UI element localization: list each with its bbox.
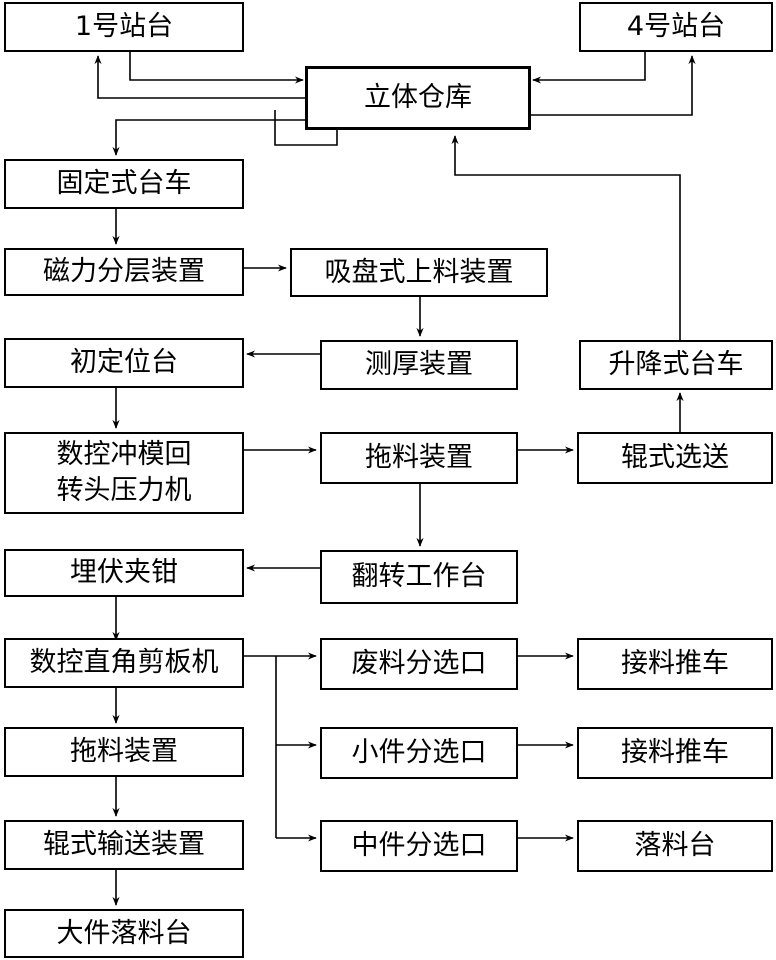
node-drop-table-medium: 落料台	[577, 820, 773, 872]
node-station4: 4号站台	[579, 2, 773, 52]
node-scrap-outlet: 废料分选口	[320, 638, 518, 690]
node-dragging-device-1: 拖料装置	[320, 432, 518, 484]
node-clamp: 埋伏夹钳	[4, 549, 244, 597]
edge-station4-to-warehouse	[532, 52, 646, 84]
node-lifting-cart: 升降式台车	[579, 340, 773, 390]
node-flip-table: 翻转工作台	[320, 550, 518, 604]
edge-station1-to-warehouse	[129, 52, 304, 84]
edge-warehouse-to-fixed-cart	[112, 119, 307, 156]
node-roller-selection: 辊式选送	[577, 432, 773, 484]
node-warehouse: 立体仓库	[305, 66, 531, 130]
node-magnetic-layering: 磁力分层装置	[4, 248, 244, 296]
edge-warehouse-to-station1	[94, 55, 307, 99]
edge-warehouse-return-line	[274, 110, 338, 146]
edge-lifting-cart-to-warehouse	[451, 135, 681, 340]
edge-warehouse-to-station4	[529, 55, 696, 116]
node-suction-loading: 吸盘式上料装置	[290, 248, 548, 297]
node-roller-conveyor: 辊式输送装置	[4, 820, 244, 870]
node-small-outlet: 小件分选口	[320, 727, 518, 779]
node-cart-2: 接料推车	[577, 727, 773, 779]
node-fixed-cart: 固定式台车	[4, 159, 244, 209]
node-thickness-measuring: 测厚装置	[320, 340, 518, 390]
node-dragging-device-2: 拖料装置	[4, 727, 244, 777]
node-cnc-shear: 数控直角剪板机	[4, 638, 244, 688]
node-cart-1: 接料推车	[577, 638, 773, 690]
node-large-drop-table: 大件落料台	[4, 909, 244, 958]
node-station1: 1号站台	[4, 2, 244, 52]
node-initial-positioning: 初定位台	[4, 338, 244, 388]
node-cnc-punch-press: 数控冲模回 转头压力机	[4, 432, 244, 514]
node-medium-outlet: 中件分选口	[320, 820, 518, 872]
